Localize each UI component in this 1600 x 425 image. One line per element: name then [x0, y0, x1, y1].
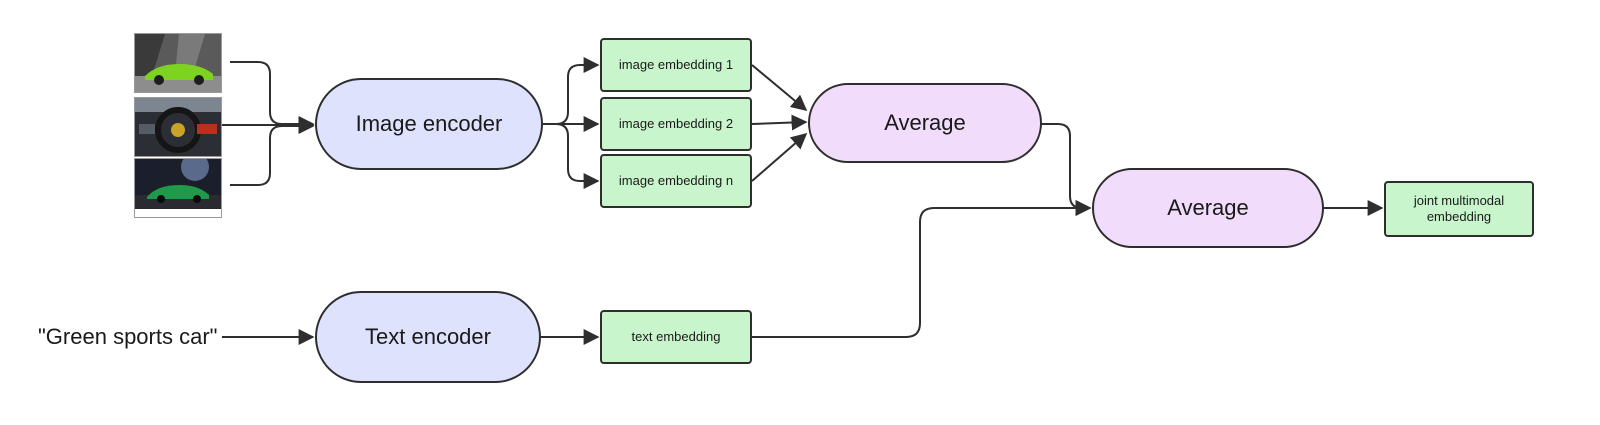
green-car-night-image [134, 158, 222, 218]
text-embedding-label: text embedding [631, 329, 721, 344]
edge-encoder-emb1 [543, 57, 600, 125]
steering-wheel-photo-icon [135, 98, 221, 156]
edge-emb2-average [751, 114, 808, 131]
steering-wheel-image [134, 97, 222, 157]
text-encoder-node: Text encoder [315, 291, 541, 383]
green-sports-car-photo-icon [135, 34, 221, 92]
joint-embedding-node: joint multimodal embedding [1384, 181, 1534, 237]
edge-embn-average [751, 132, 808, 182]
image-encoder-label: Image encoder [355, 111, 503, 136]
image-embedding-1-label: image embedding 1 [618, 57, 734, 72]
joint-embedding-label: joint multimodal embedding [1413, 193, 1505, 224]
image-embedding-2-node: image embedding 2 [600, 97, 752, 151]
edge-image1-encoder [230, 61, 315, 132]
input-text-query: "Green sports car" [38, 324, 218, 349]
average-2-label: Average [1167, 195, 1249, 220]
average-1-label: Average [884, 110, 966, 135]
image-embedding-n-label: image embedding n [618, 173, 734, 188]
image-embedding-2-label: image embedding 2 [618, 116, 734, 131]
average-node-1: Average [808, 83, 1042, 163]
text-embedding-node: text embedding [600, 310, 752, 364]
image-encoder-node: Image encoder [315, 78, 543, 170]
green-sports-car-image [134, 33, 222, 93]
edge-textemb-average2 [752, 200, 1092, 338]
edge-emb1-average [751, 64, 808, 112]
edge-encoder-embn [543, 123, 600, 189]
edge-image3-encoder [230, 118, 315, 186]
image-embedding-n-node: image embedding n [600, 154, 752, 208]
text-encoder-label: Text encoder [365, 324, 491, 349]
green-car-night-photo-icon [135, 159, 221, 209]
image-embedding-1-node: image embedding 1 [600, 38, 752, 92]
edge-average1-average2 [1042, 123, 1092, 216]
average-node-2: Average [1092, 168, 1324, 248]
